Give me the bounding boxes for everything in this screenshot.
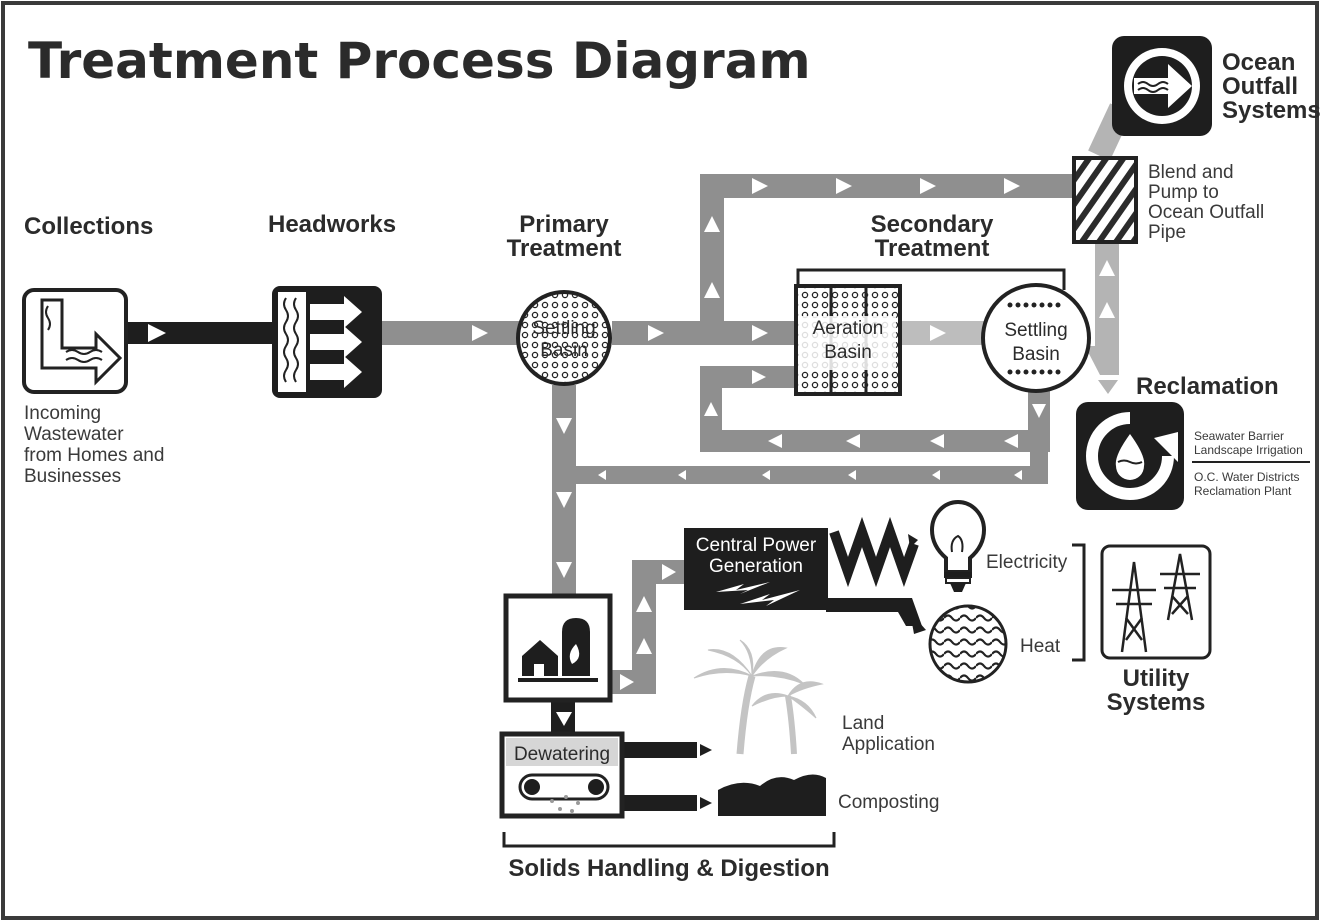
svg-text:Incoming: Incoming (24, 403, 101, 424)
collections-icon (22, 288, 128, 394)
land-application-label: Land Application (842, 713, 935, 755)
svg-text:Dewatering: Dewatering (514, 744, 610, 765)
utility-tower-icon (1100, 544, 1212, 660)
svg-text:Basin: Basin (540, 340, 588, 361)
svg-text:Outfall: Outfall (1222, 73, 1298, 100)
svg-text:Systems: Systems (1222, 97, 1320, 124)
compost-pile-icon (718, 774, 826, 816)
svg-text:Seawater Barrier: Seawater Barrier (1194, 429, 1284, 443)
svg-text:Utility: Utility (1123, 665, 1190, 692)
light-bulb-icon (929, 499, 987, 592)
utility-systems-label: Utility Systems (1107, 665, 1206, 716)
digester-icon (503, 593, 613, 703)
electric-zigzag (829, 516, 919, 588)
reclamation-title: Reclamation (1136, 373, 1279, 400)
palm-trees-icon (693, 639, 824, 755)
svg-text:from Homes and: from Homes and (24, 445, 164, 466)
central-power-generation: Central Power Generation (684, 528, 828, 610)
svg-text:Pump to: Pump to (1148, 182, 1219, 203)
incoming-text: Incoming Wastewater from Homes and Busin… (24, 403, 164, 487)
svg-text:Generation: Generation (709, 556, 803, 577)
svg-text:Land: Land (842, 713, 884, 734)
secondary-bracket (796, 268, 1066, 290)
svg-text:Settling: Settling (532, 318, 595, 339)
ocean-outfall-label: Ocean Outfall Systems (1222, 49, 1320, 124)
svg-text:Systems: Systems (1107, 689, 1206, 716)
primary-settling-basin: Settling Basin (516, 290, 612, 386)
svg-text:Pipe: Pipe (1148, 222, 1186, 243)
ocean-outfall-icon (1112, 36, 1212, 136)
svg-text:Businesses: Businesses (24, 466, 121, 487)
heat-icon (928, 604, 1008, 684)
reclamation-icon (1076, 402, 1184, 510)
svg-text:Reclamation Plant: Reclamation Plant (1194, 484, 1292, 498)
composting-label: Composting (838, 792, 939, 813)
secondary-label-2: Treatment (875, 235, 990, 262)
page-title: Treatment Process Diagram (28, 32, 811, 90)
solids-bracket (502, 832, 836, 848)
blend-pump-text: Blend and Pump to Ocean Outfall Pipe (1148, 162, 1264, 243)
svg-text:Wastewater: Wastewater (24, 424, 124, 445)
svg-text:Basin: Basin (824, 342, 872, 363)
svg-text:Basin: Basin (1012, 344, 1060, 365)
svg-text:Application: Application (842, 734, 935, 755)
svg-text:O.C. Water Districts: O.C. Water Districts (1194, 470, 1300, 484)
svg-text:Ocean Outfall: Ocean Outfall (1148, 202, 1264, 223)
heat-label: Heat (1020, 636, 1061, 657)
svg-text:Landscape Irrigation: Landscape Irrigation (1194, 443, 1303, 457)
svg-text:Central Power: Central Power (696, 535, 817, 556)
dewatering-unit: Dewatering (499, 731, 625, 819)
secondary-label-1: Secondary (871, 211, 994, 238)
reclamation-uses: Seawater Barrier Landscape Irrigation O.… (1192, 429, 1310, 498)
headworks-icon (272, 286, 382, 398)
pipes (125, 103, 1132, 811)
secondary-settling-basin: Settling Basin (981, 283, 1091, 393)
aeration-basin: Aeration Basin (794, 284, 902, 396)
svg-text:Settling: Settling (1004, 320, 1067, 341)
svg-text:Aeration: Aeration (813, 318, 884, 339)
headworks-label: Headworks (268, 211, 396, 238)
primary-label-1: Primary (519, 211, 609, 238)
electricity-label: Electricity (986, 552, 1068, 573)
flow-arrows (148, 178, 1115, 726)
svg-text:Ocean: Ocean (1222, 49, 1295, 76)
svg-text:Blend and: Blend and (1148, 162, 1234, 183)
blend-pump-icon (1072, 156, 1138, 244)
primary-label-2: Treatment (507, 235, 622, 262)
collections-label: Collections (24, 213, 153, 240)
utility-bracket (1072, 543, 1086, 662)
solids-handling-label: Solids Handling & Digestion (508, 855, 829, 882)
